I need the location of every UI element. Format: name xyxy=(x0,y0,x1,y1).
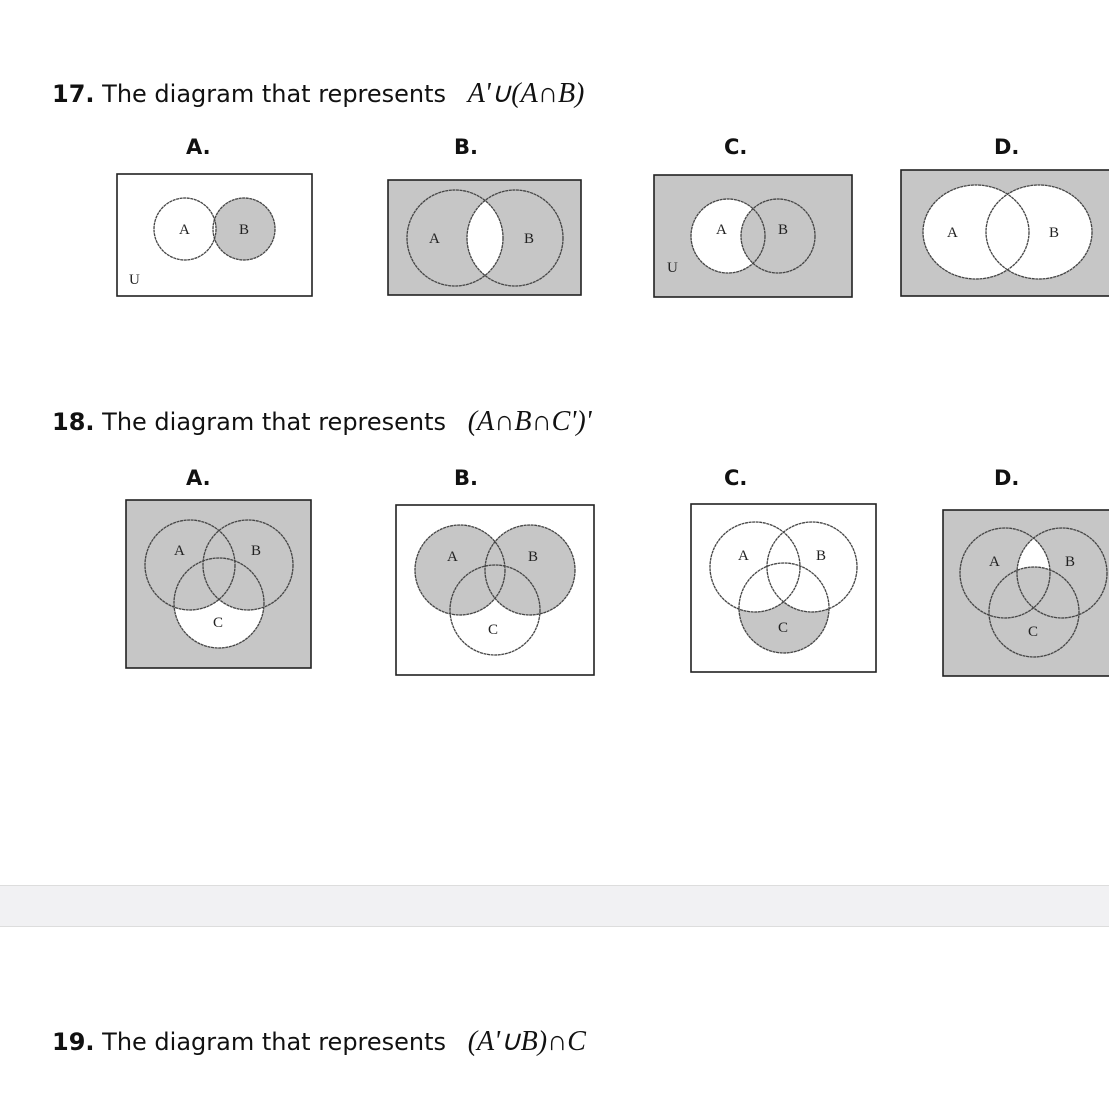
set-circle xyxy=(154,198,216,260)
set-circle xyxy=(922,184,1030,280)
set-label-a: A xyxy=(447,549,458,565)
set-circle xyxy=(213,198,275,260)
set-circle xyxy=(203,520,293,610)
question-text: The diagram that represents xyxy=(102,408,447,436)
question-number: 17. xyxy=(52,80,95,108)
set-label-a: A xyxy=(174,543,185,559)
universe-rect xyxy=(395,504,595,676)
set-label-b: B xyxy=(816,548,826,564)
question-expression: (A'∪B)∩C xyxy=(467,1026,586,1057)
universe-label: U xyxy=(667,260,678,276)
option-label-c: C. xyxy=(724,466,748,490)
set-circle xyxy=(415,525,505,615)
set-label-c: C xyxy=(213,615,223,631)
universe-rect xyxy=(942,509,1109,677)
venn-18-d[interactable]: A B C xyxy=(942,509,1109,677)
set-label-a: A xyxy=(989,554,1000,570)
set-label-b: B xyxy=(1065,554,1075,570)
venn-18-b[interactable]: A B C xyxy=(395,504,595,676)
set-circle xyxy=(986,185,1092,279)
venn-18-a[interactable]: A B C xyxy=(125,499,312,669)
set-circle xyxy=(153,197,217,261)
option-label-a: A. xyxy=(186,135,211,159)
set-circle xyxy=(202,519,294,611)
question-18: 18. The diagram that represents (A∩B∩C')… xyxy=(52,406,592,438)
option-label-d: D. xyxy=(994,135,1020,159)
set-circle xyxy=(959,527,1051,619)
question-17: 17. The diagram that represents A'∪(A∩B) xyxy=(52,76,584,110)
set-label-b: B xyxy=(251,543,261,559)
page-separator xyxy=(0,885,1109,927)
question-number: 18. xyxy=(52,408,95,436)
set-circle xyxy=(985,184,1093,280)
option-label-b: B. xyxy=(454,135,478,159)
set-circle xyxy=(740,198,816,274)
venn-17-a[interactable]: A B U xyxy=(116,173,313,297)
set-circle xyxy=(989,567,1079,657)
set-label-b: B xyxy=(239,222,249,238)
venn-18-c[interactable]: A B C xyxy=(690,503,877,673)
set-circle xyxy=(485,525,575,615)
set-circle xyxy=(738,562,830,654)
set-label-c: C xyxy=(488,622,498,638)
question-text: The diagram that represents xyxy=(102,80,447,108)
set-circle xyxy=(1016,527,1108,619)
universe-rect xyxy=(116,173,313,297)
question-19: 19. The diagram that represents (A'∪B)∩C xyxy=(52,1024,586,1058)
venn-17-d[interactable]: A B xyxy=(900,169,1109,297)
set-label-a: A xyxy=(947,225,958,241)
set-circle xyxy=(466,189,564,287)
question-text: The diagram that represents xyxy=(102,1028,447,1056)
set-circle xyxy=(690,198,766,274)
set-label-a: A xyxy=(179,222,190,238)
venn-17-c[interactable]: A B U xyxy=(653,174,853,298)
set-label-b: B xyxy=(1049,225,1059,241)
set-label-b: B xyxy=(528,549,538,565)
question-expression: (A∩B∩C')' xyxy=(467,406,592,437)
venn-17-b[interactable]: A B xyxy=(387,179,582,296)
set-circle xyxy=(414,524,506,616)
universe-rect xyxy=(387,179,582,296)
question-expression: A'∪(A∩B) xyxy=(467,78,585,109)
set-label-a: A xyxy=(738,548,749,564)
set-circle xyxy=(709,521,801,613)
set-circle xyxy=(766,521,858,613)
set-circle xyxy=(449,564,541,656)
set-circle xyxy=(406,189,504,287)
universe-label: U xyxy=(129,272,140,288)
set-label-c: C xyxy=(778,620,788,636)
set-label-b: B xyxy=(524,231,534,247)
set-label-a: A xyxy=(716,222,727,238)
set-label-c: C xyxy=(1028,624,1038,640)
set-label-a: A xyxy=(429,231,440,247)
universe-rect xyxy=(900,169,1109,297)
set-circle xyxy=(467,190,503,286)
set-circle xyxy=(484,524,576,616)
set-circle xyxy=(988,566,1080,658)
universe-rect xyxy=(653,174,853,298)
option-label-b: B. xyxy=(454,466,478,490)
set-circle xyxy=(173,557,265,649)
set-circle xyxy=(767,522,857,612)
universe-rect xyxy=(125,499,312,669)
option-label-a: A. xyxy=(186,466,211,490)
question-number: 19. xyxy=(52,1028,95,1056)
option-label-c: C. xyxy=(724,135,748,159)
option-label-d: D. xyxy=(994,466,1020,490)
set-label-b: B xyxy=(778,222,788,238)
set-circle xyxy=(212,197,276,261)
set-circle xyxy=(144,519,236,611)
universe-rect xyxy=(690,503,877,673)
